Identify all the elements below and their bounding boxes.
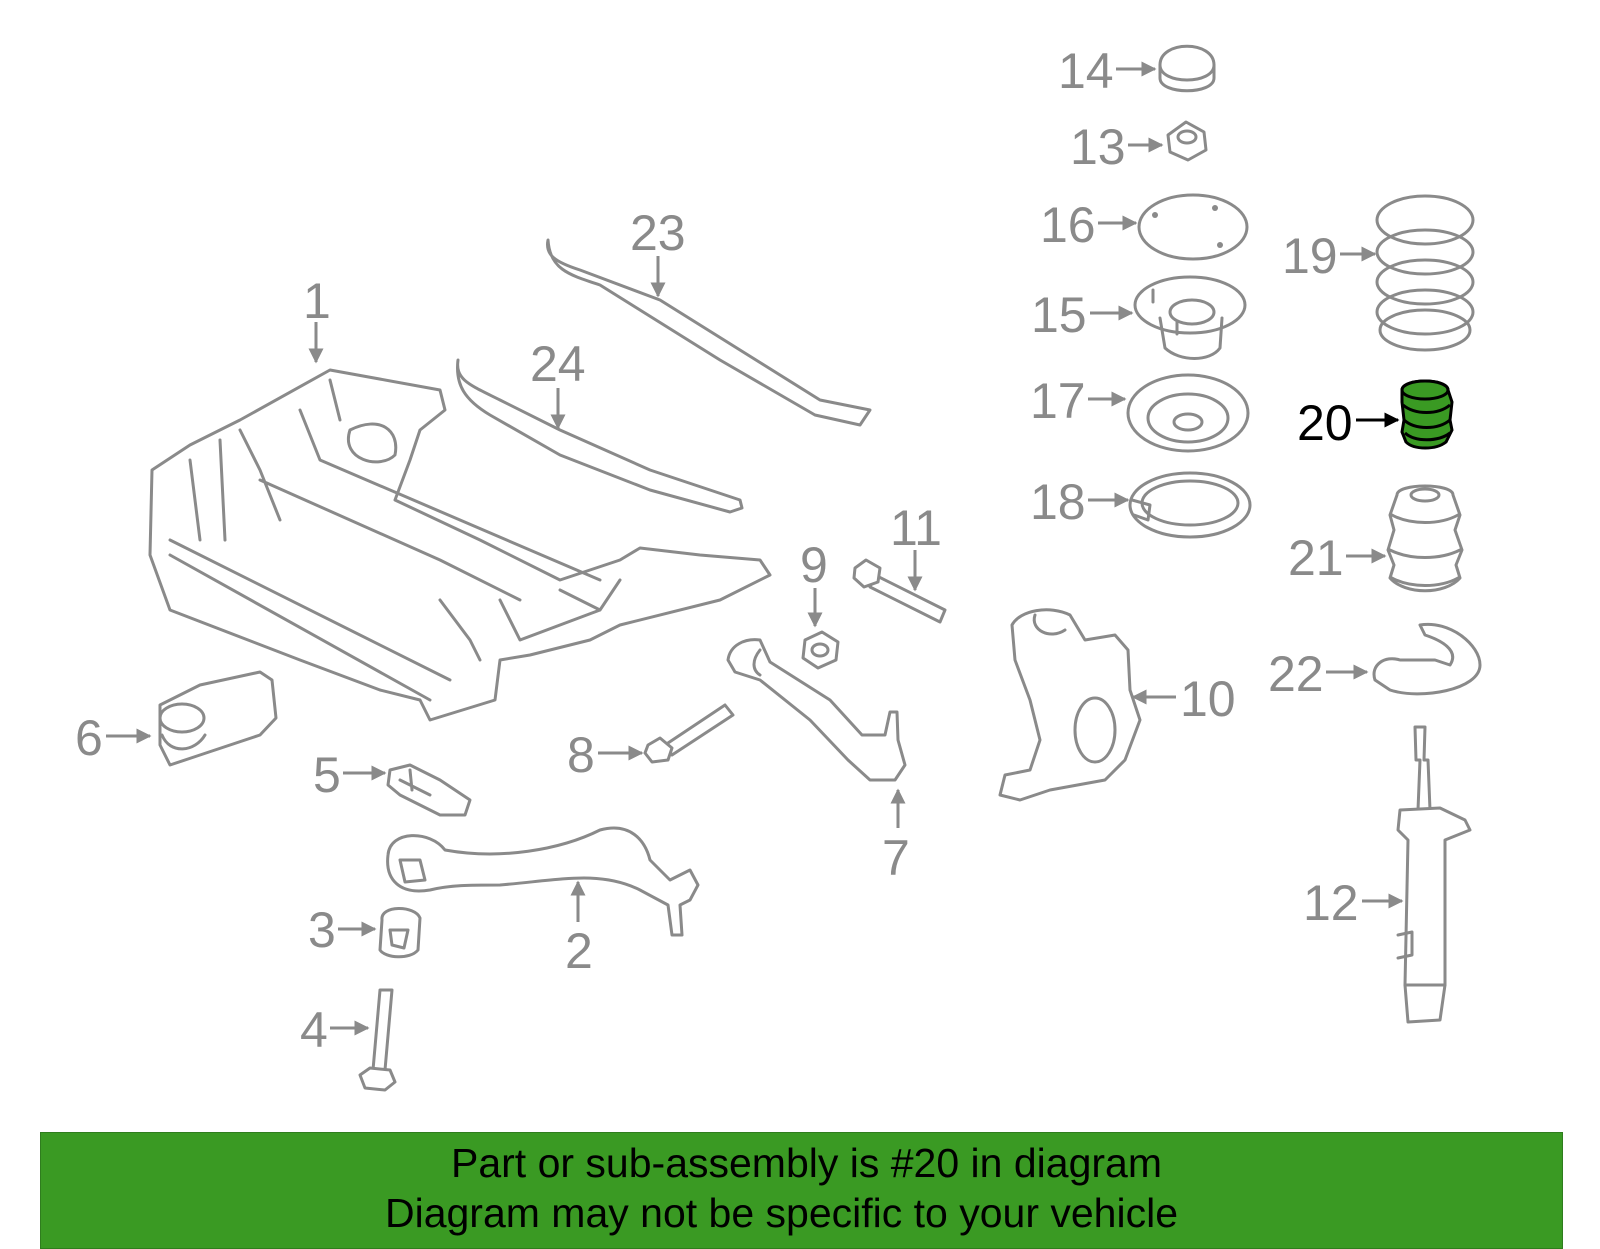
callout-label-18: 18 <box>1030 474 1086 530</box>
callout-label-11: 11 <box>890 500 942 556</box>
callout-label-9: 9 <box>800 537 828 593</box>
callout-label-10: 10 <box>1180 671 1236 727</box>
nut-part-13[interactable] <box>1166 120 1208 162</box>
callout-label-5: 5 <box>313 747 341 803</box>
callout-3: 3 <box>308 902 377 958</box>
callout-10: 10 <box>1131 671 1236 727</box>
parts-diagram: 1 2 3 4 5 6 7 8 9 10 11 12 <box>75 43 1482 1092</box>
callout-23: 23 <box>630 205 686 298</box>
mount-part-6[interactable] <box>158 670 278 767</box>
callout-15: 15 <box>1031 287 1134 343</box>
strut-part-12[interactable] <box>1396 725 1472 1024</box>
bolt-part-11[interactable] <box>852 558 947 624</box>
dust-boot-part-21[interactable] <box>1386 484 1464 593</box>
bolt-part-4[interactable] <box>358 988 397 1092</box>
callout-2: 2 <box>565 880 593 979</box>
callout-label-24: 24 <box>530 336 586 392</box>
callout-label-6: 6 <box>75 710 103 766</box>
callout-label-20: 20 <box>1297 395 1353 451</box>
callout-1: 1 <box>303 273 331 364</box>
cap-part-14[interactable] <box>1158 44 1216 93</box>
spring-seat-part-17[interactable] <box>1126 373 1250 453</box>
callout-label-13: 13 <box>1070 119 1126 175</box>
callout-20: 20 <box>1297 395 1400 451</box>
callout-24: 24 <box>530 336 586 430</box>
coil-spring-part-19[interactable] <box>1375 194 1475 352</box>
spring-pad-part-22[interactable] <box>1372 622 1482 696</box>
callout-12: 12 <box>1303 875 1404 931</box>
banner-line-disclaimer: Diagram may not be specific to your vehi… <box>384 1190 1178 1236</box>
knuckle-part-10[interactable] <box>998 608 1142 802</box>
callout-label-2: 2 <box>565 923 593 979</box>
callout-label-3: 3 <box>308 902 336 958</box>
callout-label-8: 8 <box>567 727 595 783</box>
callout-label-19: 19 <box>1282 228 1338 284</box>
control-arm-part-2[interactable] <box>386 826 700 937</box>
plate-part-16[interactable] <box>1137 193 1249 261</box>
callout-4: 4 <box>300 1002 370 1058</box>
subframe-part-1[interactable] <box>148 368 772 722</box>
bolt-part-8[interactable] <box>643 703 735 764</box>
callout-label-7: 7 <box>882 830 910 886</box>
callout-14: 14 <box>1058 43 1157 99</box>
callout-5: 5 <box>313 747 387 803</box>
brace-part-23[interactable] <box>545 238 872 427</box>
strut-mount-part-15[interactable] <box>1133 275 1247 360</box>
bump-stop-part-20[interactable] <box>1400 379 1454 450</box>
callout-label-15: 15 <box>1031 287 1087 343</box>
bushing-part-3[interactable] <box>378 907 422 959</box>
callout-label-16: 16 <box>1040 197 1096 253</box>
nut-part-9[interactable] <box>801 630 840 670</box>
callout-8: 8 <box>567 727 644 783</box>
banner-line-part-number: Part or sub-assembly is #20 in diagram <box>451 1140 1162 1186</box>
callout-label-1: 1 <box>303 273 331 329</box>
callout-19: 19 <box>1282 228 1377 284</box>
callout-16: 16 <box>1040 197 1138 253</box>
callout-21: 21 <box>1288 530 1387 586</box>
spring-pad-part-18[interactable] <box>1128 471 1252 539</box>
callout-label-12: 12 <box>1303 875 1359 931</box>
callout-17: 17 <box>1030 373 1127 429</box>
callout-label-14: 14 <box>1058 43 1114 99</box>
callout-6: 6 <box>75 710 152 766</box>
callout-11: 11 <box>890 500 942 592</box>
brace-part-24[interactable] <box>455 358 744 514</box>
control-arm-part-7[interactable] <box>726 638 907 782</box>
callout-label-22: 22 <box>1268 646 1324 702</box>
callout-label-23: 23 <box>630 205 686 261</box>
callout-label-21: 21 <box>1288 530 1344 586</box>
callout-18: 18 <box>1030 474 1130 530</box>
callout-7: 7 <box>882 788 910 886</box>
callout-22: 22 <box>1268 646 1369 702</box>
info-banner: Part or sub-assembly is #20 in diagram D… <box>40 1132 1563 1249</box>
bracket-part-5[interactable] <box>386 763 472 817</box>
callout-label-4: 4 <box>300 1002 328 1058</box>
callout-label-17: 17 <box>1030 373 1086 429</box>
callout-13: 13 <box>1070 119 1164 175</box>
callout-9: 9 <box>800 537 828 628</box>
